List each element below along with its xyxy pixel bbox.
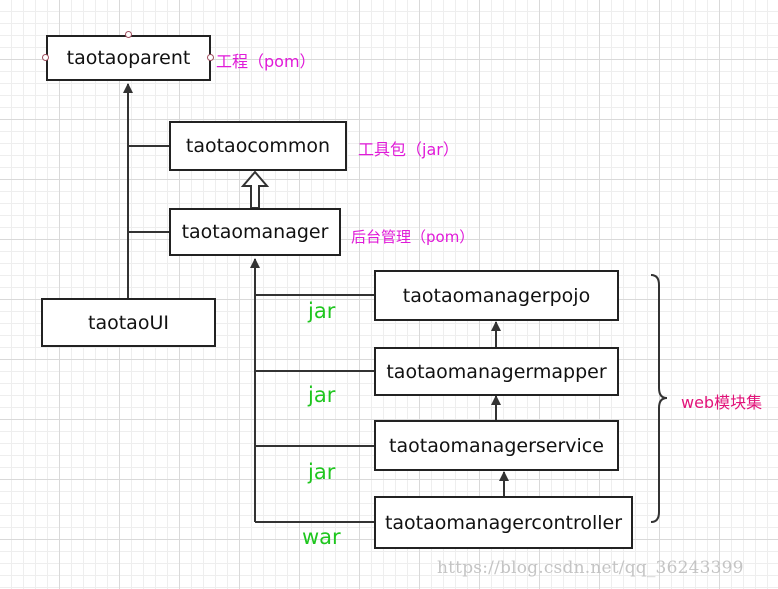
note-common: 工具包（jar） bbox=[358, 140, 459, 159]
node-taotaomanager-label: taotaomanager bbox=[181, 221, 329, 243]
note-parent: 工程（pom） bbox=[216, 52, 316, 71]
node-taotaomanagerservice[interactable]: taotaomanagerservice bbox=[374, 420, 619, 471]
connector-label-mapper: jar bbox=[308, 383, 336, 407]
node-taotaomanager[interactable]: taotaomanager bbox=[169, 208, 341, 256]
watermark: https://blog.csdn.net/qq_36243399 bbox=[437, 558, 744, 578]
manager-to-common-hollow-arrow bbox=[240, 170, 270, 209]
node-taotaomanagerservice-label: taotaomanagerservice bbox=[389, 434, 604, 457]
node-taotaomanagerpojo-label: taotaomanagerpojo bbox=[402, 284, 591, 307]
web-group-brace bbox=[650, 274, 668, 523]
connector-label-controller: war bbox=[302, 525, 341, 549]
connector-label-service: jar bbox=[308, 460, 336, 484]
node-taotaomanagercontroller-label: taotaomanagercontroller bbox=[384, 511, 623, 534]
node-taotaoui[interactable]: taotaoUI bbox=[41, 298, 216, 347]
connection-point-right bbox=[207, 54, 214, 61]
note-web-group: web模块集 bbox=[681, 393, 763, 412]
node-taotaoparent[interactable]: taotaoparent bbox=[46, 35, 211, 81]
node-taotaoui-label: taotaoUI bbox=[88, 311, 169, 334]
connection-point-left bbox=[42, 54, 49, 61]
node-taotaomanagermapper[interactable]: taotaomanagermapper bbox=[374, 347, 619, 396]
node-taotaocommon[interactable]: taotaocommon bbox=[169, 121, 347, 171]
note-manager: 后台管理（pom） bbox=[351, 228, 475, 246]
connector-label-pojo: jar bbox=[308, 299, 336, 323]
node-taotaocommon-label: taotaocommon bbox=[185, 135, 331, 157]
node-taotaomanagercontroller[interactable]: taotaomanagercontroller bbox=[374, 496, 633, 549]
connection-point-top bbox=[125, 31, 132, 38]
node-taotaomanagermapper-label: taotaomanagermapper bbox=[386, 360, 607, 383]
node-taotaoparent-label: taotaoparent bbox=[66, 47, 191, 69]
node-taotaomanagerpojo[interactable]: taotaomanagerpojo bbox=[374, 270, 619, 321]
